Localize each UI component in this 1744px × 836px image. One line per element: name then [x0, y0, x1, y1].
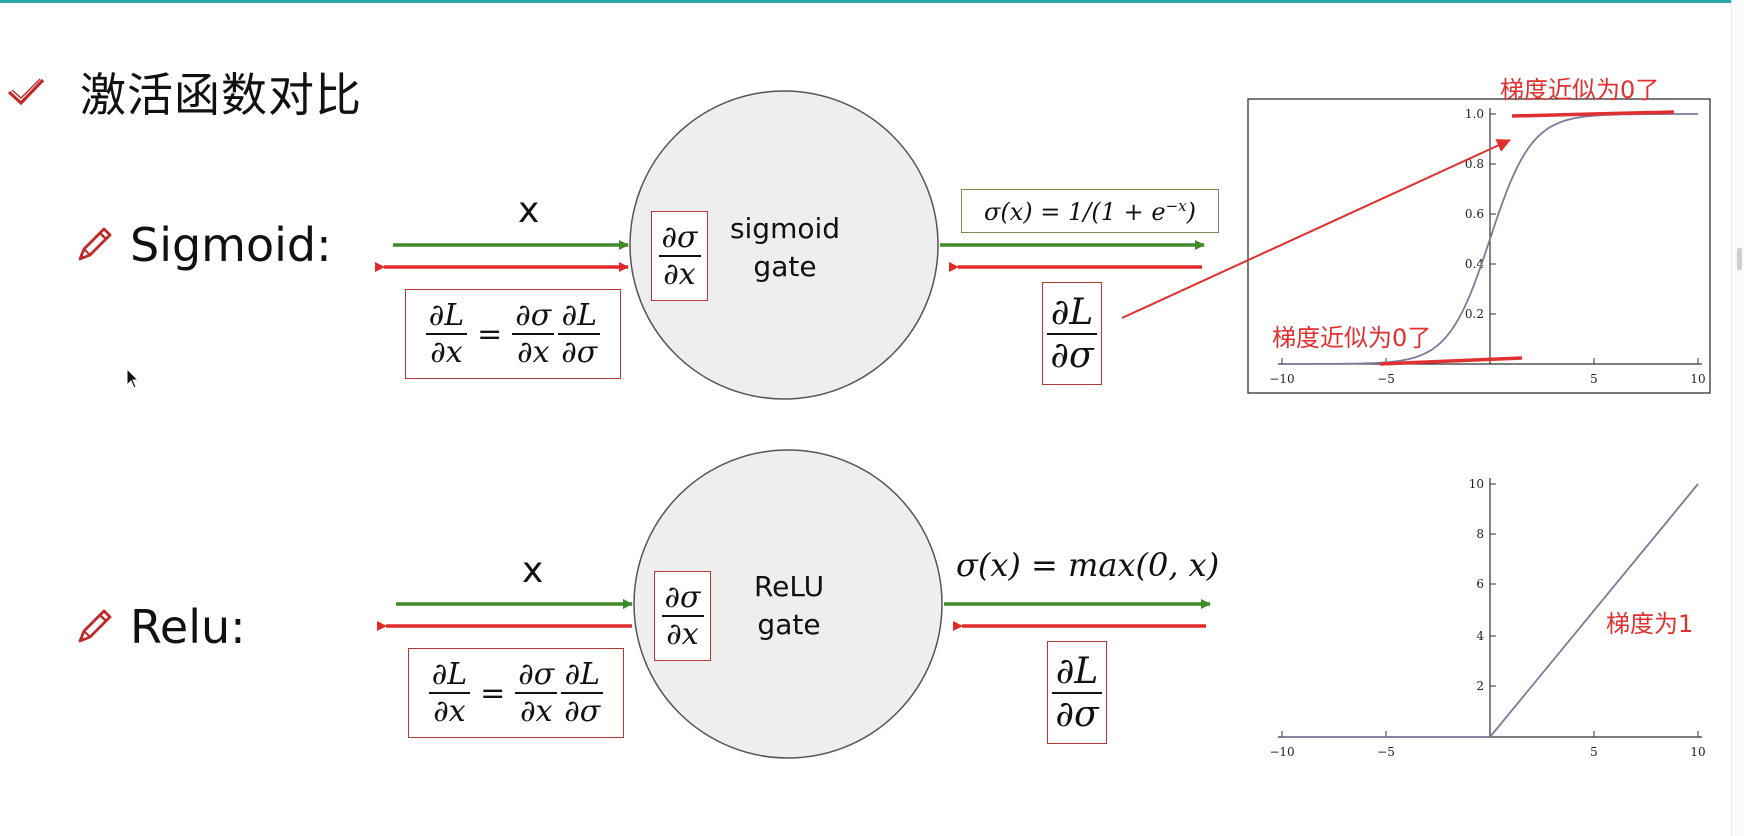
sigmoid-y-tick: 0.8: [1465, 157, 1484, 171]
relu-upstream-gradient-box: ∂L∂σ: [1047, 641, 1107, 744]
relu-x-tick: 5: [1590, 745, 1598, 759]
relu-chain-rule-box: ∂L∂x = ∂σ∂x ∂L∂σ: [408, 648, 624, 738]
sigmoid-x-tick: −10: [1269, 372, 1294, 386]
sigmoid-formula-exponent: −x: [1165, 196, 1187, 215]
top-accent-bar: [0, 0, 1744, 3]
pencil-icon: [78, 609, 112, 643]
title-row: 激活函数对比: [6, 60, 362, 124]
relu-label-row: Relu:: [72, 600, 246, 654]
page-title: 激活函数对比: [80, 68, 362, 122]
sigmoid-label: Sigmoid:: [130, 218, 332, 272]
relu-gate-line2: gate: [757, 608, 821, 641]
relu-y-tick: 4: [1476, 629, 1484, 643]
sigmoid-formula-close: ): [1186, 197, 1196, 226]
relu-y-tick: 6: [1476, 577, 1484, 591]
frac-num: ∂L: [428, 298, 465, 333]
gradient-pointer-arrow: [1121, 139, 1511, 319]
relu-x-tick: −5: [1377, 745, 1395, 759]
sigmoid-input-x: x: [518, 190, 540, 231]
relu-local-gradient-box: ∂σ∂x: [654, 571, 711, 661]
relu-formula: σ(x) = max(0, x): [956, 546, 1220, 584]
sigmoid-y-tick: 1.0: [1465, 107, 1484, 121]
relu-plot: 10 8 6 4 2 −10 −5 5 10: [1269, 477, 1705, 759]
sigmoid-gate-label: sigmoid gate: [690, 210, 880, 286]
equals-sign: =: [477, 316, 503, 352]
frac-num: ∂L: [431, 657, 468, 692]
relu-input-x: x: [522, 550, 544, 591]
sigmoid-plot: 1.0 0.8 0.6 0.4 0.2 −10 −5 5 10: [1121, 98, 1711, 394]
frac-num: ∂L: [1055, 650, 1099, 692]
sigmoid-plot-frame: [1247, 98, 1711, 394]
relu-x-tick: −10: [1269, 745, 1294, 759]
relu-gate-circle: [633, 449, 943, 759]
frac-den: ∂x: [517, 335, 550, 370]
sigmoid-x-tick: 5: [1590, 372, 1598, 386]
frac-den: ∂σ: [561, 335, 598, 370]
sigmoid-bottom-tangent: [1379, 356, 1523, 366]
frac-num: ∂σ: [515, 298, 552, 333]
relu-y-tick: 8: [1476, 527, 1484, 541]
sigmoid-formula-box: σ(x) = 1/(1 + e−x): [961, 189, 1219, 233]
frac-den: ∂x: [430, 335, 463, 370]
frac-den: ∂σ: [1050, 334, 1094, 376]
relu-y-tick: 10: [1469, 477, 1484, 491]
sigmoid-local-gradient-box: ∂σ∂x: [651, 211, 708, 301]
frac-den: ∂x: [520, 694, 553, 729]
frac-den: ∂x: [666, 617, 699, 652]
frac-den: ∂x: [433, 694, 466, 729]
relu-y-tick: 2: [1476, 679, 1484, 693]
sigmoid-top-tangent: [1511, 110, 1675, 118]
frac-num: ∂σ: [661, 220, 698, 255]
relu-gate-line1: ReLU: [753, 570, 825, 603]
pencil-icon: [78, 227, 112, 261]
sigmoid-gate-line1: sigmoid: [729, 212, 841, 245]
frac-num: ∂L: [561, 298, 597, 333]
frac-num: ∂σ: [664, 580, 701, 615]
relu-label: Relu:: [130, 600, 246, 654]
sigmoid-x-tick: −5: [1377, 372, 1395, 386]
sigmoid-chain-rule-box: ∂L∂x = ∂σ∂x ∂L∂σ: [405, 289, 621, 379]
scrollbar[interactable]: [1731, 0, 1744, 836]
sigmoid-upstream-gradient-box: ∂L∂σ: [1042, 282, 1102, 385]
sigmoid-annotation-top: 梯度近似为0了: [1500, 76, 1660, 104]
mouse-cursor-icon: [126, 368, 140, 389]
check-icon: [7, 78, 45, 106]
frac-den: ∂σ: [1055, 693, 1099, 735]
sigmoid-annotation-bottom: 梯度近似为0了: [1272, 324, 1432, 352]
sigmoid-gate-circle: [629, 90, 939, 400]
frac-num: ∂L: [564, 657, 600, 692]
relu-annotation: 梯度为1: [1606, 610, 1694, 638]
frac-num: ∂L: [1050, 291, 1094, 333]
sigmoid-label-row: Sigmoid:: [72, 218, 332, 272]
frac-den: ∂x: [663, 257, 696, 292]
scroll-thumb[interactable]: [1737, 248, 1742, 270]
frac-num: ∂σ: [518, 657, 555, 692]
sigmoid-x-tick: 10: [1690, 372, 1705, 386]
sigmoid-formula: σ(x) = 1/(1 + e−x): [984, 197, 1196, 226]
sigmoid-y-tick: 0.6: [1465, 207, 1484, 221]
sigmoid-gate-line2: gate: [753, 250, 817, 283]
relu-x-tick: 10: [1690, 745, 1705, 759]
frac-den: ∂σ: [564, 694, 601, 729]
relu-curve: [1282, 483, 1699, 738]
sigmoid-formula-main: σ(x) = 1/(1 + e: [984, 197, 1166, 226]
sigmoid-y-tick: 0.2: [1465, 307, 1484, 321]
relu-gate-label: ReLU gate: [694, 568, 884, 644]
equals-sign: =: [480, 675, 506, 711]
